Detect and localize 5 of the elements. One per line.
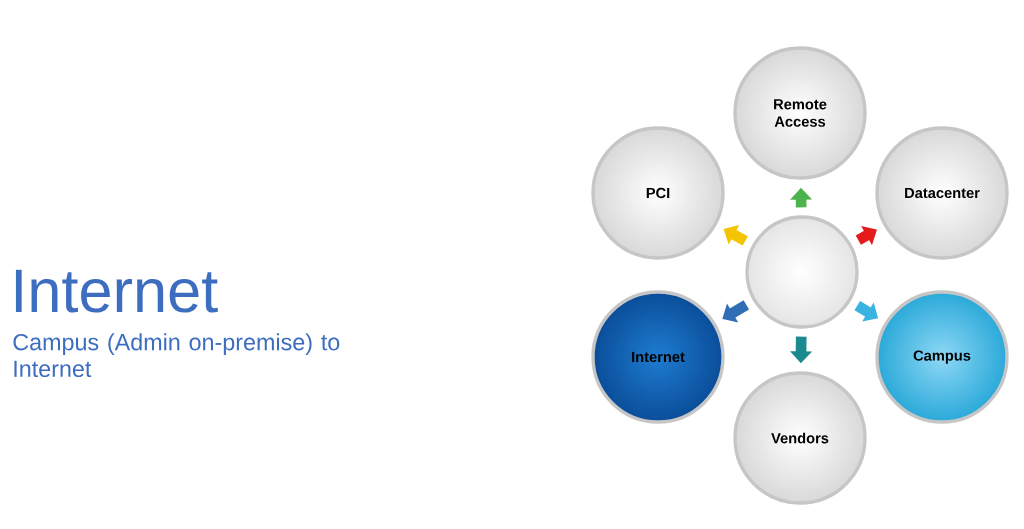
arrow	[722, 300, 750, 323]
subtitle: Campus (Admin on-premise) to Internet	[13, 333, 340, 378]
arrow	[723, 225, 748, 246]
hub-circle	[745, 215, 859, 329]
title: Internet	[15, 269, 218, 313]
